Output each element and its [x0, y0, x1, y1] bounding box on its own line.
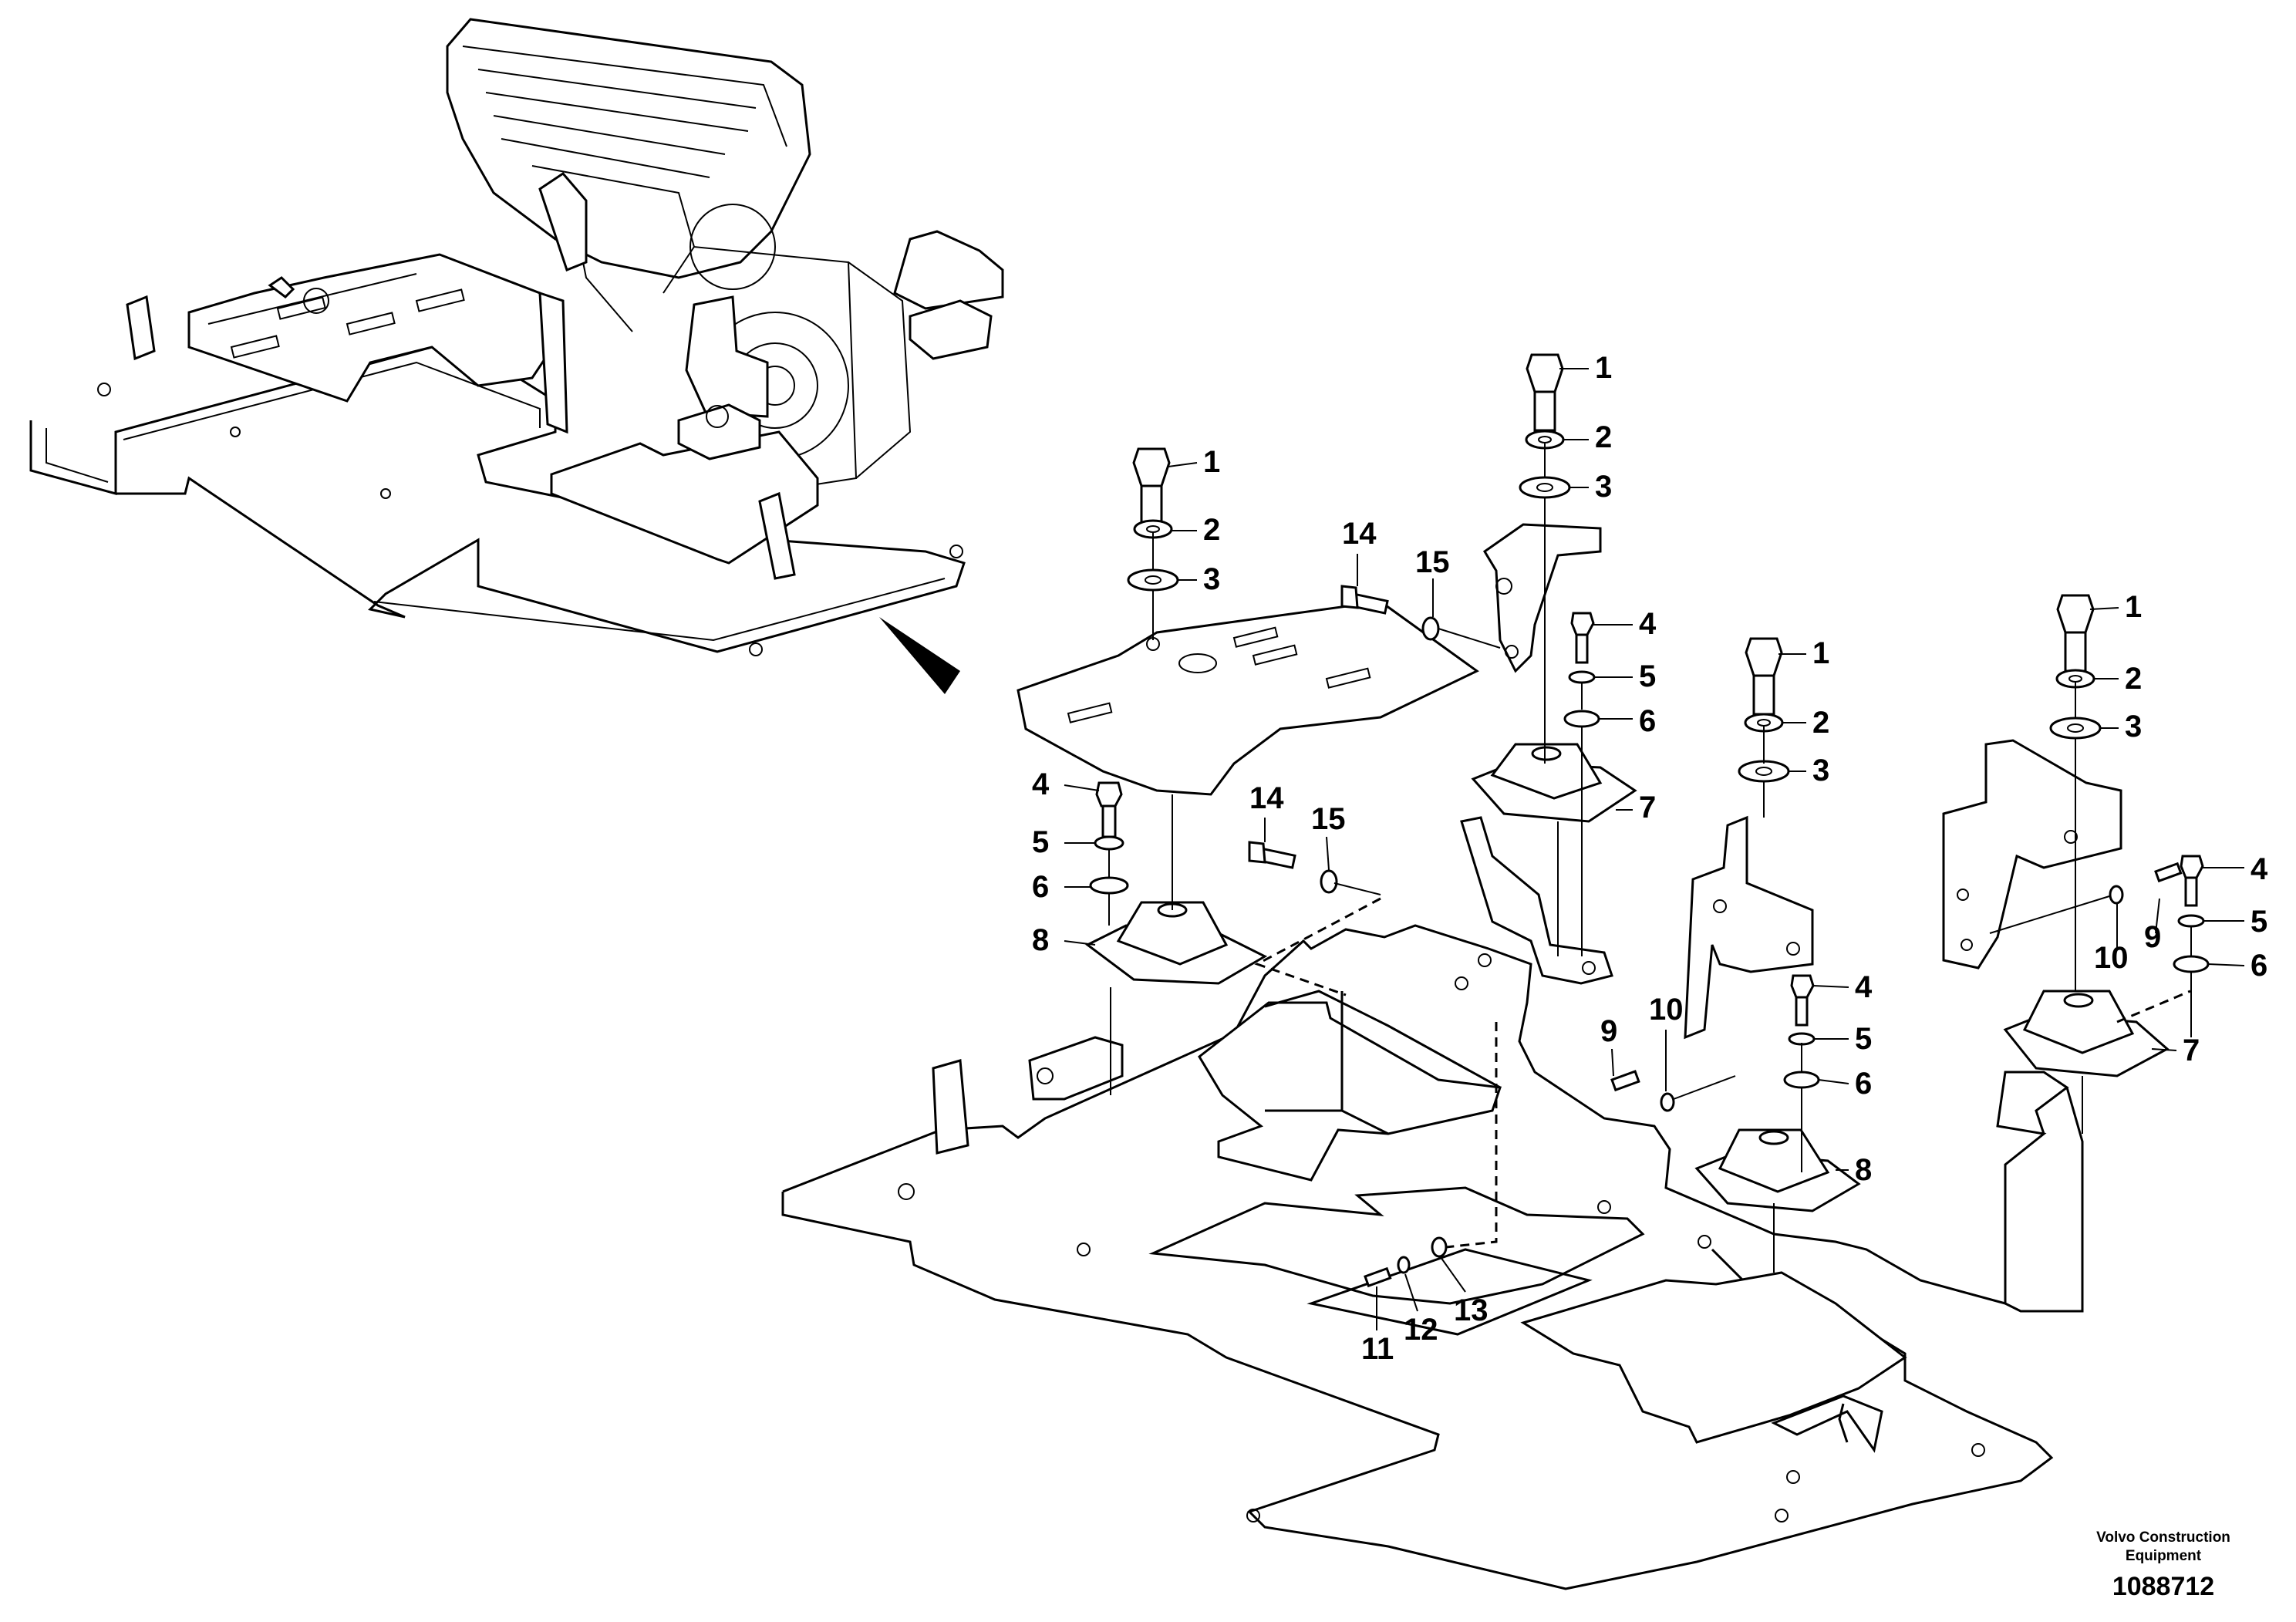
center-tall-bracket [1684, 815, 1814, 1040]
callout-13: 13 [1454, 1293, 1489, 1327]
callout-1: 1 [2125, 590, 2142, 624]
rubber-mount-left [1085, 901, 1268, 985]
callout-14: 14 [1249, 781, 1284, 815]
callout-12: 12 [1404, 1313, 1438, 1347]
upper-center-bracket [1482, 523, 1602, 673]
left-mount-plate [1017, 600, 1479, 796]
callout-4: 4 [1855, 970, 1873, 1004]
callout-5: 5 [1639, 659, 1656, 693]
rubber-mount-right [2003, 990, 2170, 1077]
callout-1: 1 [1812, 636, 1829, 670]
brand-block: Volvo Construction Equipment 1088712 [2036, 1529, 2291, 1602]
rubber-mount-upper [1471, 743, 1637, 823]
callout-10: 10 [2094, 941, 2129, 975]
rubber-mount-center [1694, 1128, 1861, 1212]
callout-2: 2 [1203, 513, 1220, 547]
callout-8: 8 [1032, 923, 1049, 957]
callout-5: 5 [1032, 825, 1049, 859]
callout-3: 3 [2125, 710, 2142, 744]
callout-4: 4 [2250, 852, 2268, 886]
callout-9: 9 [1600, 1014, 1617, 1048]
company-name-line2: Equipment [2125, 1548, 2202, 1564]
callout-11: 11 [1361, 1332, 1394, 1366]
callout-4: 4 [1032, 767, 1050, 801]
frame-assembly [781, 816, 2084, 1590]
callout-3: 3 [1595, 470, 1612, 504]
callout-labels: 1 2 3 14 15 4 5 6 8 14 15 1 2 3 4 5 6 7 … [1032, 351, 2268, 1366]
callout-4: 4 [1639, 607, 1657, 641]
company-name-line1: Volvo Construction [2096, 1529, 2230, 1546]
callout-3: 3 [1812, 754, 1829, 787]
callout-10: 10 [1649, 993, 1684, 1027]
callout-1: 1 [1203, 445, 1220, 479]
leader-lines [1064, 368, 2245, 1330]
callout-6: 6 [1032, 870, 1049, 904]
callout-6: 6 [1639, 704, 1656, 738]
bolt-stack-right [2049, 594, 2102, 740]
view-arrow [879, 617, 960, 694]
drawing-number: 1088712 [2112, 1572, 2215, 1601]
callout-14: 14 [1342, 517, 1377, 551]
callout-7: 7 [1639, 791, 1656, 824]
callout-1: 1 [1595, 351, 1612, 385]
callout-7: 7 [2183, 1034, 2200, 1067]
bolt-stack-center [1738, 637, 1790, 783]
bolt-stack-upper [1519, 353, 1571, 499]
callout-5: 5 [1855, 1022, 1872, 1056]
callout-5: 5 [2250, 905, 2267, 939]
callout-3: 3 [1203, 562, 1220, 596]
callout-9: 9 [2144, 920, 2161, 954]
callout-15: 15 [1311, 802, 1346, 836]
callout-2: 2 [1812, 706, 1829, 740]
callout-6: 6 [2250, 949, 2267, 983]
callout-2: 2 [1595, 420, 1612, 454]
engine-overview-illustration [29, 18, 1004, 656]
right-mount-bracket [1942, 739, 2122, 969]
callout-15: 15 [1415, 545, 1450, 579]
callout-8: 8 [1855, 1153, 1872, 1187]
assembly-lines [1108, 443, 2192, 1273]
callout-2: 2 [2125, 662, 2142, 696]
callout-6: 6 [1855, 1067, 1872, 1101]
bolt-stack-left [1127, 447, 1179, 592]
